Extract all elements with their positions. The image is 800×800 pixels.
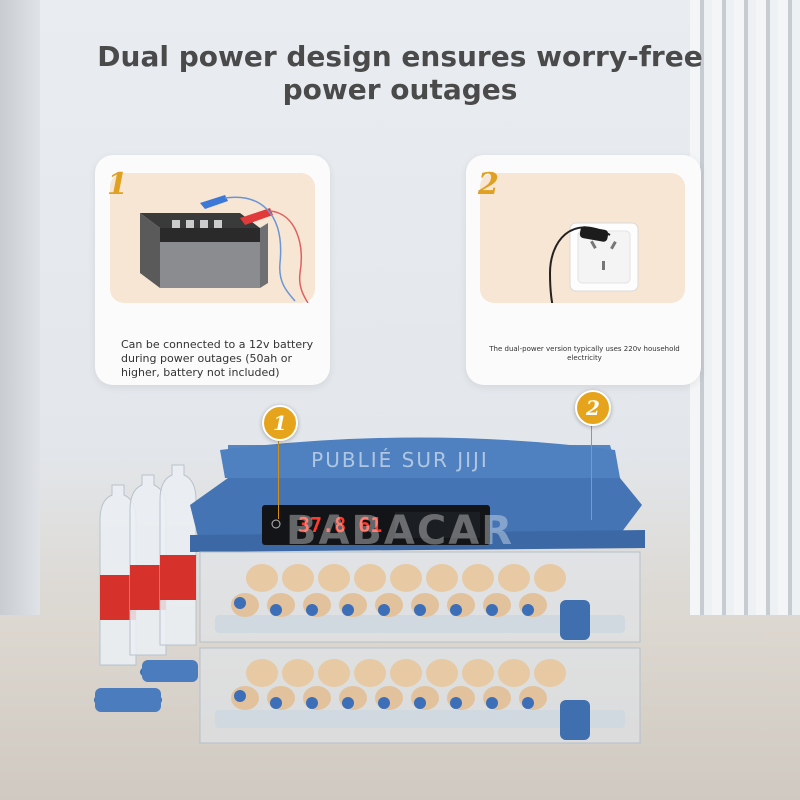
window-curtain xyxy=(690,0,800,640)
card-number-2: 2 xyxy=(478,167,499,202)
wall-shadow xyxy=(0,0,40,620)
watermark-line-1: PUBLIÉ SUR JIJI xyxy=(311,448,489,472)
socket-illustration-panel xyxy=(480,173,685,314)
battery-icon xyxy=(140,195,309,304)
battery-option-text: Can be connected to a 12v battery during… xyxy=(121,338,314,379)
water-bottle-icon xyxy=(94,464,198,712)
battery-illustration-panel xyxy=(110,173,315,304)
callout-badge-1: 1 xyxy=(262,405,298,441)
card-number-1: 1 xyxy=(107,167,128,202)
plug-cable-icon xyxy=(548,226,611,314)
battery-option-card: 1 Can be connected to a 12v battery duri… xyxy=(95,155,330,385)
household-power-text: The dual-power version typically uses 22… xyxy=(489,345,680,362)
callout-leader-2 xyxy=(591,422,592,520)
callout-leader-1 xyxy=(278,437,279,519)
temperature-readout: 37.8 61 xyxy=(298,513,382,537)
headline-line-2: power outages xyxy=(282,73,518,106)
watermark-line-2: BABACAR xyxy=(285,508,514,554)
headline: Dual power design ensures worry-free pow… xyxy=(0,40,800,106)
headline-line-1: Dual power design ensures worry-free xyxy=(97,40,703,73)
household-power-card: 2 The dual-power version typically uses … xyxy=(466,155,701,385)
callout-badge-2: 2 xyxy=(575,390,611,426)
power-socket-icon xyxy=(548,222,639,314)
